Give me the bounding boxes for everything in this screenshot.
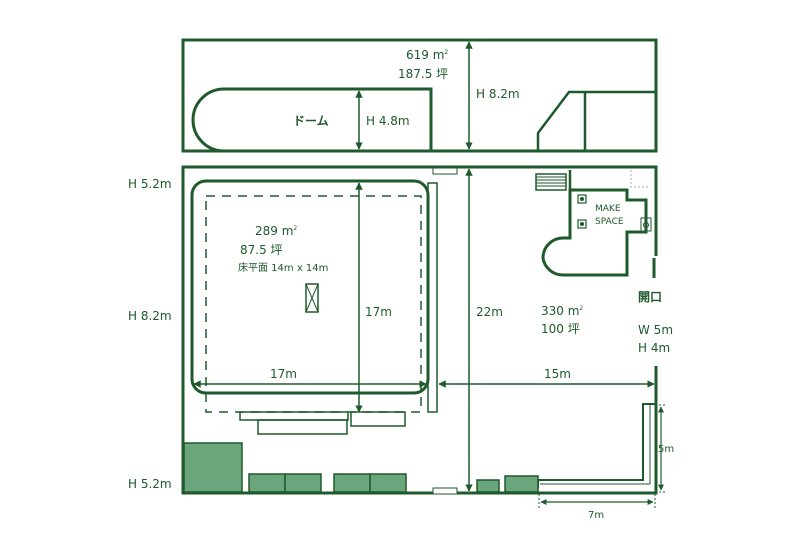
bottom-right-height-label: 5m bbox=[658, 444, 674, 455]
studio-floor-size: 床平面 14m x 14m bbox=[238, 261, 328, 274]
top-height-label: H 8.2m bbox=[476, 87, 520, 101]
opening-label: 開口 bbox=[638, 290, 662, 304]
dome-label: ドーム bbox=[293, 114, 329, 128]
left-height-bottom: H 5.2m bbox=[128, 477, 172, 491]
top-area-tsubo: 187.5 坪 bbox=[398, 67, 448, 81]
studio-floor bbox=[205, 195, 422, 413]
ramp-structure bbox=[536, 90, 656, 151]
top-building bbox=[181, 38, 658, 153]
stairs bbox=[535, 173, 567, 191]
hall-length-label: 22m bbox=[476, 305, 503, 319]
studio-width-label: 17m bbox=[270, 367, 297, 381]
opening-height: H 4m bbox=[638, 341, 670, 355]
hall-width-label: 15m bbox=[544, 367, 571, 381]
hall-area-m2: 330 m2 bbox=[541, 304, 583, 318]
left-height-top: H 5.2m bbox=[128, 177, 172, 191]
projector-icon bbox=[305, 283, 319, 313]
dome-shape bbox=[191, 87, 433, 153]
bottom-right-width-label: 7m bbox=[588, 510, 604, 521]
dome-height-label: H 4.8m bbox=[366, 114, 410, 128]
studio-area-m2: 289 m2 bbox=[255, 224, 297, 238]
make-space-room bbox=[541, 188, 648, 277]
main-building bbox=[181, 165, 667, 508]
left-height-middle: H 8.2m bbox=[128, 309, 172, 323]
top-area-m2: 619 m2 bbox=[406, 48, 448, 62]
hall-area-tsubo: 100 坪 bbox=[541, 322, 580, 336]
equipment-blocks bbox=[183, 442, 539, 493]
make-space-line1: MAKE bbox=[595, 204, 621, 214]
loading-area-wall bbox=[537, 403, 655, 488]
opening-width: W 5m bbox=[638, 323, 673, 337]
studio-area-tsubo: 87.5 坪 bbox=[240, 243, 283, 257]
make-space-line2: SPACE bbox=[595, 217, 624, 227]
studio-depth-label: 17m bbox=[365, 305, 392, 319]
studio-room bbox=[190, 179, 430, 395]
